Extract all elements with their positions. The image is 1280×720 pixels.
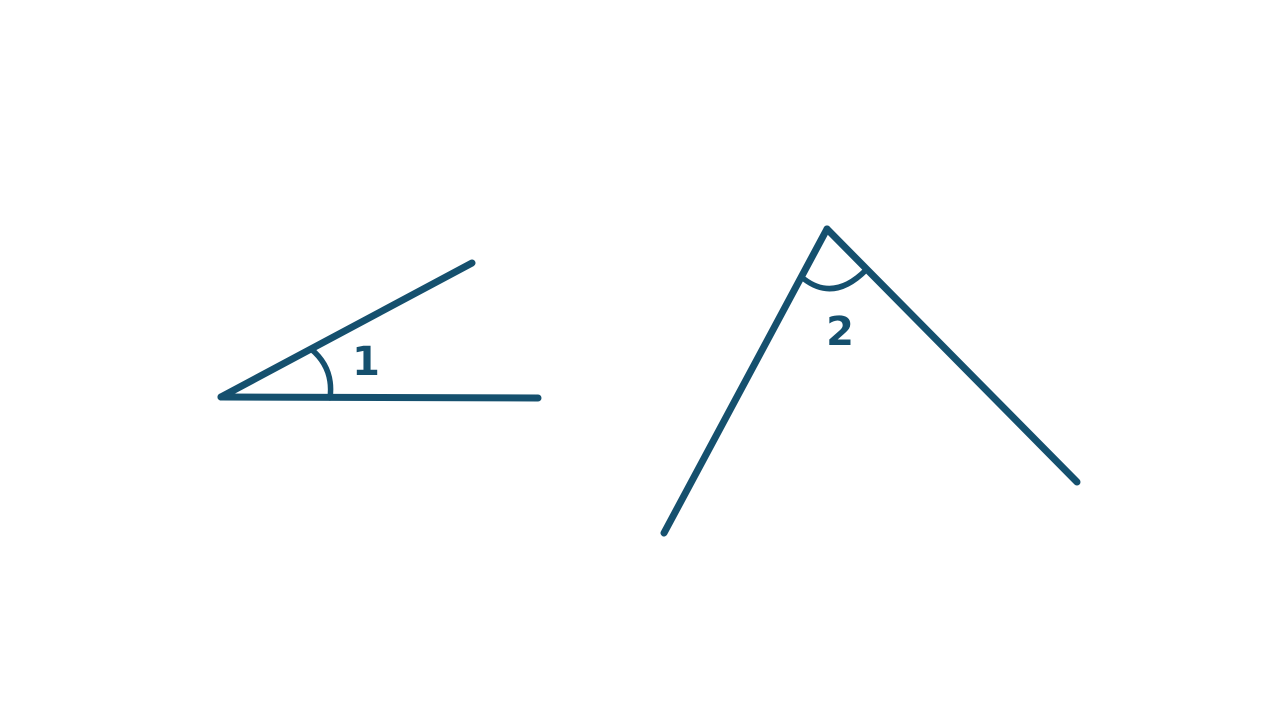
angle-1-label: 1 bbox=[352, 339, 380, 385]
angle-1-upper-ray bbox=[217, 259, 476, 401]
angle-1: 1 bbox=[217, 259, 542, 402]
angle-2-right-ray bbox=[823, 225, 1081, 486]
angle-1-lower-ray bbox=[217, 393, 542, 402]
angle-2: 2 bbox=[660, 225, 1081, 537]
angle-2-label: 2 bbox=[826, 309, 854, 355]
angle-2-left-ray bbox=[660, 225, 831, 537]
angle-2-arc bbox=[801, 267, 869, 292]
angle-1-arc bbox=[308, 346, 334, 401]
